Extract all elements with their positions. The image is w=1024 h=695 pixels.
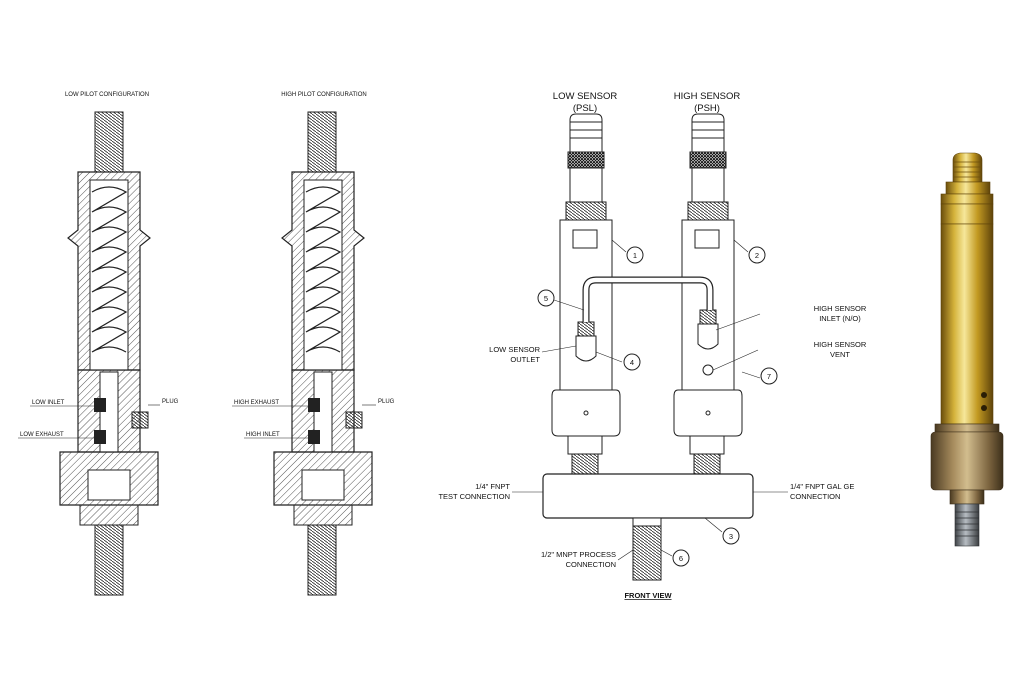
- front-view-assembly: LOW SENSOR (PSL) HIGH SENSOR (PSH): [438, 91, 866, 600]
- callout-6: 6: [672, 549, 690, 567]
- low-sensor-outlet-line1: LOW SENSOR: [489, 345, 540, 354]
- upper-collar: [945, 181, 991, 195]
- process-connection-collar: [632, 517, 662, 527]
- main-barrel: [940, 223, 994, 425]
- upper-flange: [940, 193, 994, 205]
- svg-text:5: 5: [544, 294, 548, 303]
- test-connection-line2: TEST CONNECTION: [438, 492, 510, 501]
- top-thread-fitting: [307, 111, 337, 173]
- plug-label: PLUG: [162, 399, 179, 405]
- bottom-thread-stem: [954, 503, 980, 547]
- callout-4: 4: [623, 353, 641, 371]
- high-sensor-label-line2: (PSH): [694, 103, 720, 114]
- process-connection-line2: CONNECTION: [566, 560, 616, 569]
- piston-chamber: [301, 469, 345, 501]
- connecting-tube-inner: [583, 277, 713, 322]
- svg-text:3: 3: [729, 532, 733, 541]
- bottom-thread-fitting: [94, 524, 124, 596]
- svg-text:6: 6: [679, 554, 683, 563]
- plug-label: PLUG: [378, 399, 395, 405]
- hex-nut: [930, 431, 1004, 491]
- pilot-valve-photo: [930, 152, 1004, 547]
- manifold-block: [542, 473, 754, 519]
- svg-text:2: 2: [755, 251, 759, 260]
- test-connection-line1: 1/4" FNPT: [475, 482, 510, 491]
- high-pilot-sectional-view: HIGH PILOT CONFIGURATION HIGH EXHAUST HI…: [232, 92, 395, 596]
- nut-skirt: [949, 489, 985, 505]
- callout-5: 5: [537, 289, 555, 307]
- low-exhaust-label: LOW EXHAUST: [20, 432, 64, 438]
- spring-icon: [305, 186, 342, 353]
- spring-icon: [91, 186, 128, 353]
- bottom-thread-ridges: [955, 511, 979, 537]
- vent-hole: [981, 405, 987, 411]
- high-sensor-vent-line1: HIGH SENSOR: [814, 340, 867, 349]
- exhaust-port: [94, 430, 106, 444]
- high-pilot-title: HIGH PILOT CONFIGURATION: [281, 92, 366, 98]
- top-nipple: [952, 152, 983, 183]
- lower-collar: [934, 423, 1000, 433]
- low-sensor-outlet-line2: OUTLET: [510, 355, 540, 364]
- low-inlet-label: LOW INLET: [32, 400, 65, 406]
- lower-nut: [79, 504, 139, 526]
- top-thread-fitting: [94, 111, 124, 173]
- bottom-thread-fitting: [307, 524, 337, 596]
- gauge-connection-line2: CONNECTION: [790, 492, 840, 501]
- callout-2: 2: [748, 246, 766, 264]
- svg-text:1: 1: [633, 251, 637, 260]
- inlet-port: [308, 430, 320, 444]
- callout-7: 7: [760, 367, 778, 385]
- process-connection-thread: [632, 517, 662, 581]
- svg-text:7: 7: [767, 372, 771, 381]
- callout-1: 1: [626, 246, 644, 264]
- high-inlet-label: HIGH INLET: [246, 432, 280, 438]
- gauge-connection-line1: 1/4" FNPT GAL GE: [790, 482, 854, 491]
- low-sensor-label-line2: (PSL): [573, 103, 597, 114]
- callout-leaders: [512, 239, 788, 561]
- inlet-port: [94, 398, 106, 412]
- plug: [131, 411, 149, 429]
- top-thread-ridges: [953, 161, 982, 178]
- callout-3: 3: [722, 527, 740, 545]
- low-pilot-sectional-view: LOW PILOT CONFIGURATION LOW INLET LOW EX…: [18, 92, 179, 596]
- piston-chamber: [87, 469, 131, 501]
- high-exhaust-label: HIGH EXHAUST: [234, 400, 279, 406]
- high-sensor-vent-line2: VENT: [830, 350, 850, 359]
- high-sensor-label-line1: HIGH SENSOR: [674, 91, 741, 102]
- thread-band: [940, 203, 994, 225]
- high-sensor-inlet-line1: HIGH SENSOR: [814, 304, 867, 313]
- exhaust-port: [308, 398, 320, 412]
- process-connection-line1: 1/2" MNPT PROCESS: [541, 550, 616, 559]
- high-sensor-inlet-line2: INLET (N/O): [819, 314, 861, 323]
- plug: [345, 411, 363, 429]
- svg-text:4: 4: [630, 358, 634, 367]
- low-sensor-label-line1: LOW SENSOR: [553, 91, 618, 102]
- lower-nut: [293, 504, 353, 526]
- front-view-title: FRONT VIEW: [624, 591, 672, 600]
- vent-hole: [981, 392, 987, 398]
- low-pilot-title: LOW PILOT CONFIGURATION: [65, 92, 149, 98]
